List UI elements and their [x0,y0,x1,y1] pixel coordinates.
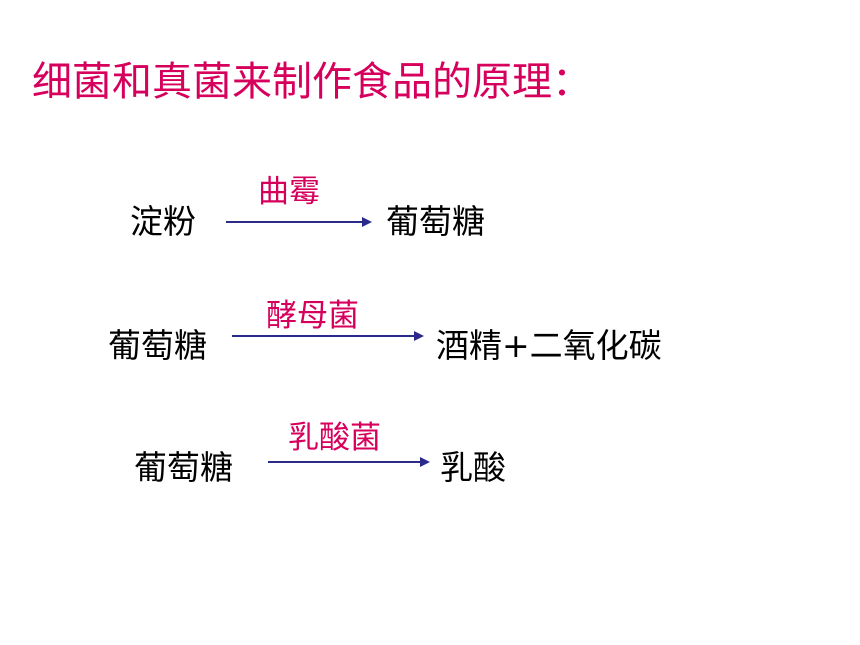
reaction-row-2: 葡萄糖 酵母菌 酒精+二氧化碳 [0,298,860,378]
organism-label: 曲霉 [258,174,320,210]
product: 乳酸 [440,448,506,487]
organism-label: 乳酸菌 [288,420,381,456]
organism-label: 酵母菌 [266,298,359,334]
reaction-row-3: 葡萄糖 乳酸菌 乳酸 [0,420,860,500]
slide-title: 细菌和真菌来制作食品的原理： [32,59,592,105]
reaction-row-1: 淀粉 曲霉 葡萄糖 [0,174,860,254]
reactant: 葡萄糖 [134,448,233,487]
reactant: 淀粉 [130,202,196,241]
product: 酒精+二氧化碳 [436,326,662,365]
product: 葡萄糖 [386,202,485,241]
reactant: 葡萄糖 [108,326,207,365]
arrow-icon [232,331,424,341]
arrow-icon [226,217,372,227]
arrow-icon [268,457,430,467]
